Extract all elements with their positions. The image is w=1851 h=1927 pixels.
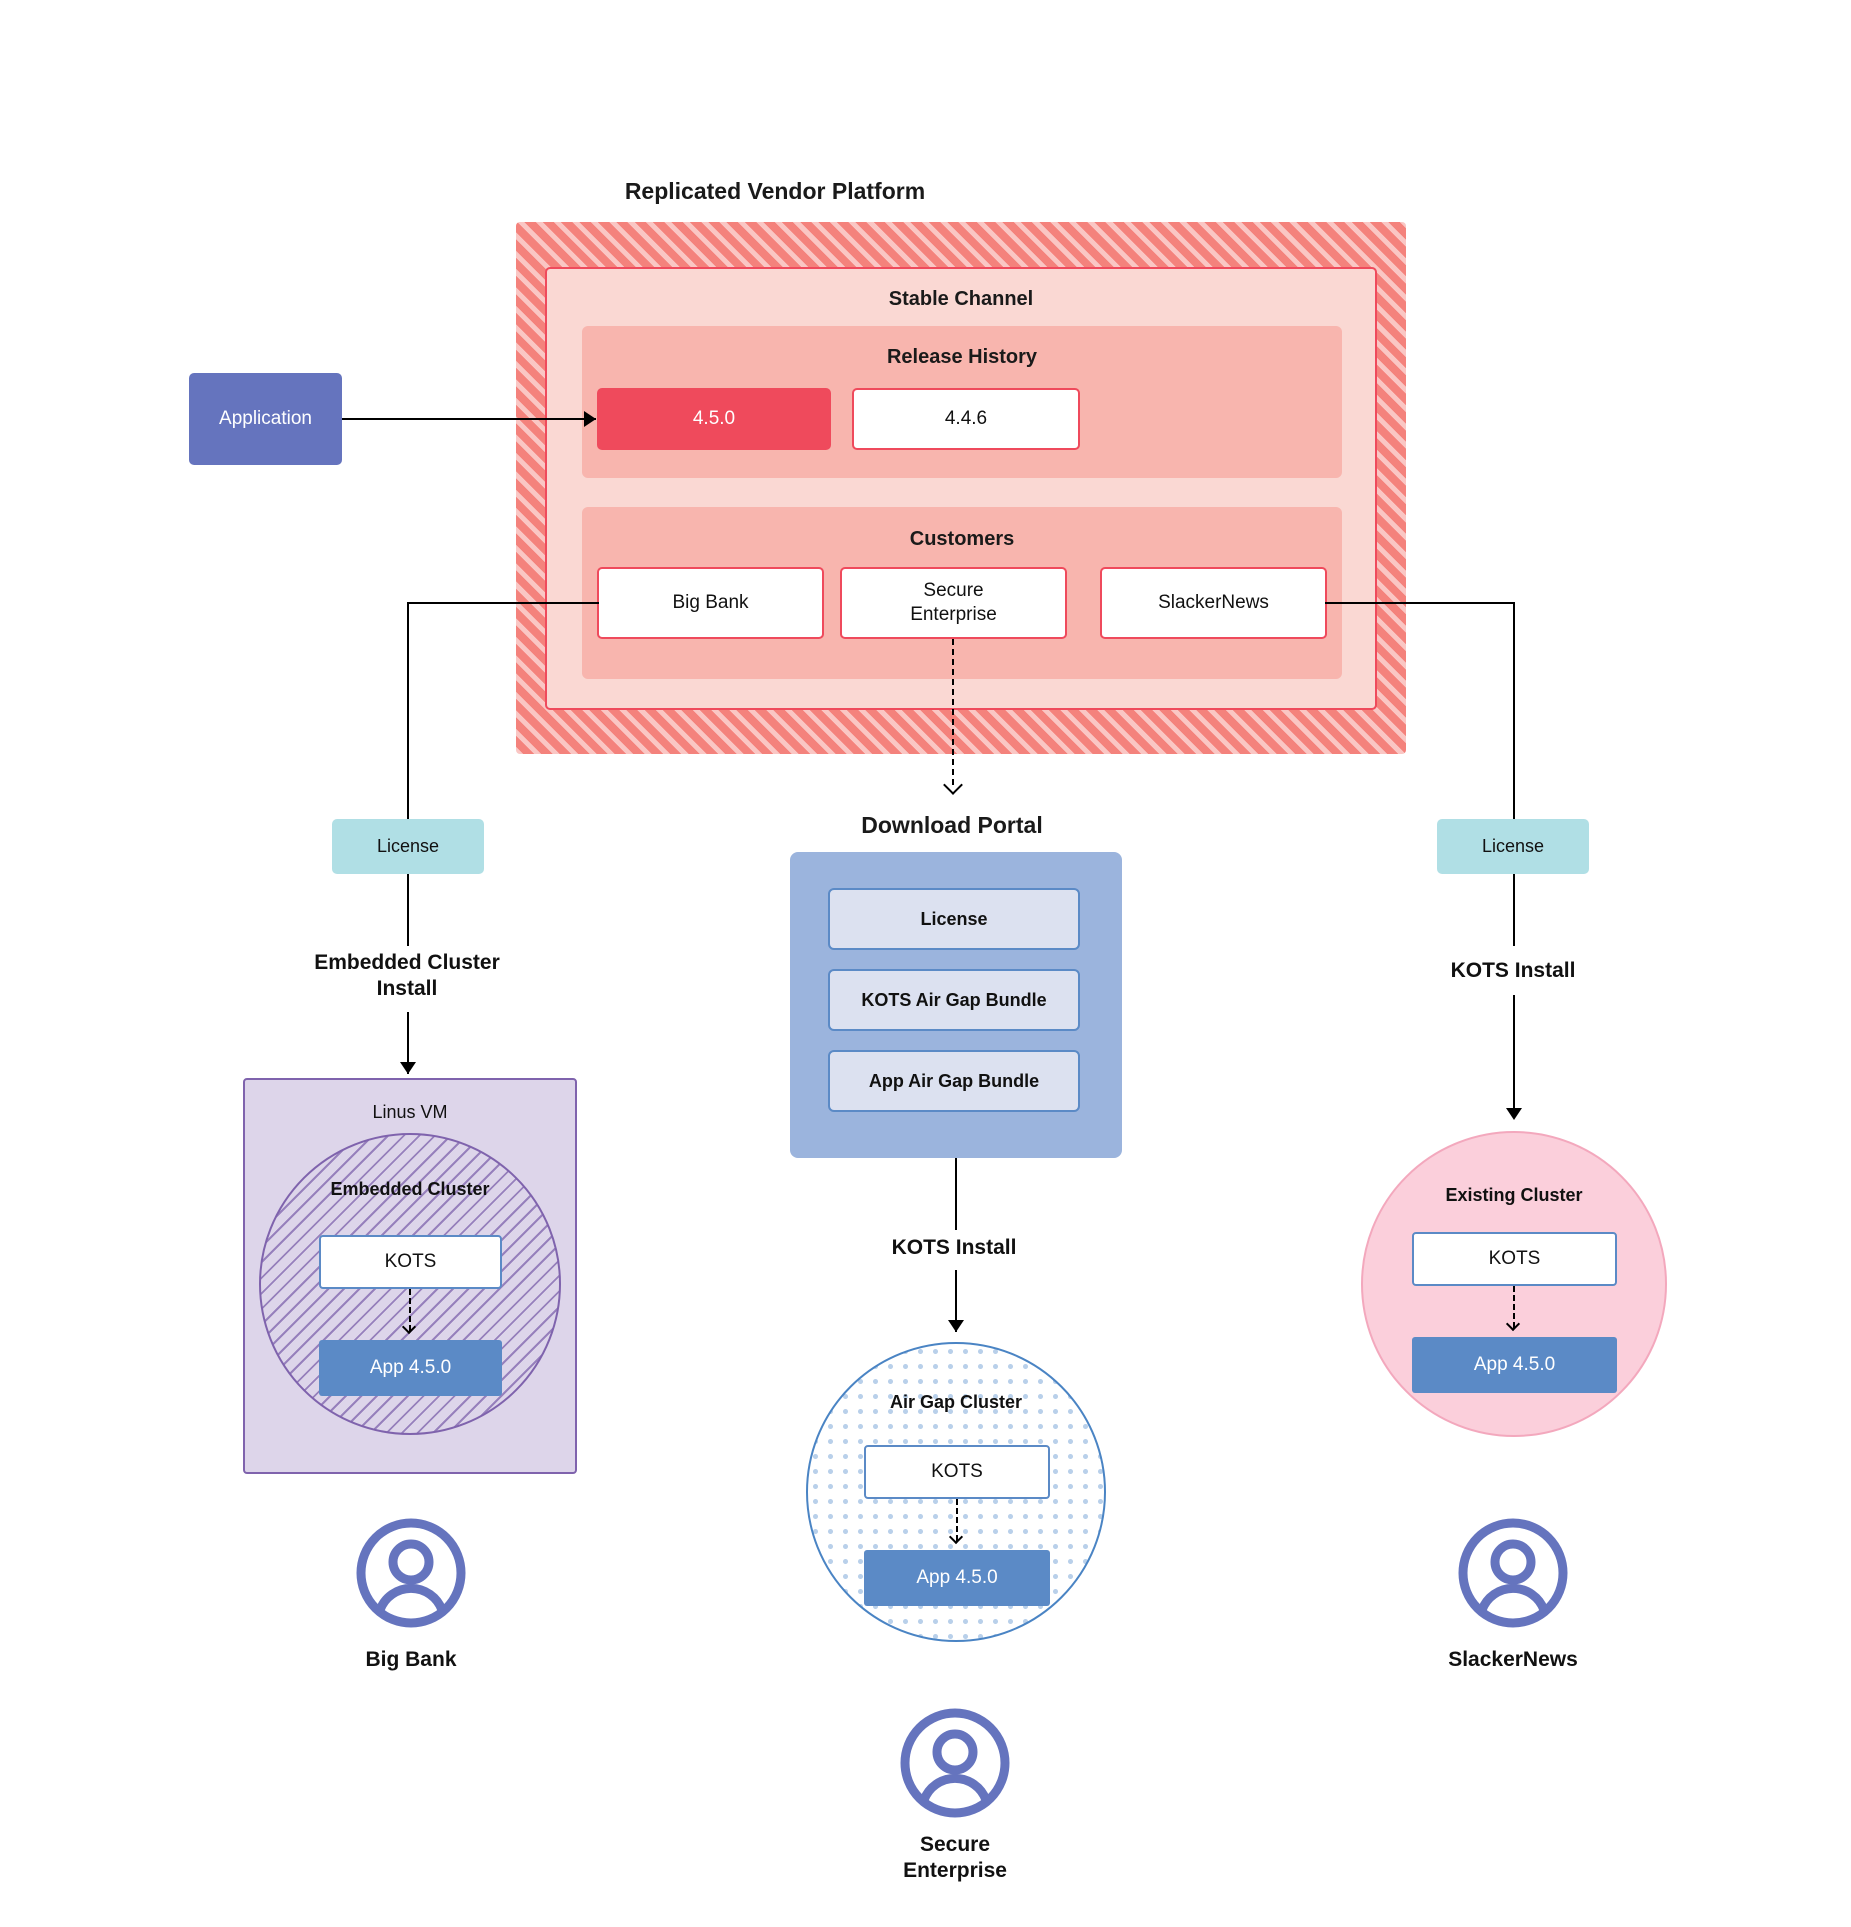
existing-kots-to-app-dashed bbox=[1513, 1286, 1515, 1328]
middle-install-to-cluster-line bbox=[955, 1270, 957, 1332]
air-gap-cluster-label: Air Gap Cluster bbox=[889, 1391, 1023, 1412]
portal-to-install-line bbox=[955, 1158, 957, 1230]
existing-kots-box[interactable]: KOTS bbox=[1412, 1232, 1617, 1286]
airgap-kots-box[interactable]: KOTS bbox=[864, 1445, 1050, 1499]
release-history-title: Release History bbox=[886, 346, 1038, 368]
left-install-to-vm-line bbox=[407, 1012, 409, 1074]
portal-item-license[interactable]: License bbox=[828, 888, 1080, 950]
release-box-current[interactable]: 4.5.0 bbox=[597, 388, 831, 450]
middle-install-label: KOTS Install bbox=[891, 1235, 1017, 1259]
slackernews-connector-horizontal bbox=[1325, 602, 1515, 604]
diagram-title: Replicated Vendor Platform bbox=[624, 177, 926, 204]
customer-box-big-bank[interactable]: Big Bank bbox=[597, 567, 824, 639]
release-box-previous[interactable]: 4.4.6 bbox=[852, 388, 1080, 450]
stable-channel-title: Stable Channel bbox=[888, 287, 1034, 310]
persona-secure-enterprise-label: Secure Enterprise bbox=[903, 1833, 1007, 1883]
persona-big-bank-icon bbox=[356, 1518, 466, 1628]
embedded-cluster-label: Embedded Cluster bbox=[330, 1178, 490, 1199]
right-install-to-cluster-line bbox=[1513, 995, 1515, 1117]
linus-vm-label: Linus VM bbox=[372, 1101, 448, 1122]
airgap-kots-to-app-dashed bbox=[956, 1499, 958, 1541]
left-install-arrowhead bbox=[400, 1062, 416, 1074]
slackernews-connector-vertical bbox=[1513, 602, 1515, 819]
customer-box-slackernews[interactable]: SlackerNews bbox=[1100, 567, 1327, 639]
application-box[interactable]: Application bbox=[189, 373, 342, 465]
embedded-app-version-box[interactable]: App 4.5.0 bbox=[319, 1340, 502, 1396]
right-install-arrowhead bbox=[1506, 1108, 1522, 1120]
application-to-release-line bbox=[342, 418, 596, 420]
bigbank-connector-vertical bbox=[407, 602, 409, 819]
left-install-label: Embedded Cluster Install bbox=[314, 950, 500, 1000]
middle-install-arrowhead bbox=[948, 1320, 964, 1332]
existing-cluster-label: Existing Cluster bbox=[1445, 1184, 1583, 1205]
persona-secure-enterprise-icon bbox=[900, 1708, 1010, 1818]
secure-enterprise-connector-chevron bbox=[943, 775, 963, 795]
application-to-release-arrowhead bbox=[584, 411, 596, 427]
persona-slackernews-icon bbox=[1458, 1518, 1568, 1628]
airgap-app-version-box[interactable]: App 4.5.0 bbox=[864, 1550, 1050, 1606]
bigbank-connector-horizontal bbox=[407, 602, 599, 604]
left-license-to-install-line bbox=[407, 874, 409, 946]
existing-app-version-box[interactable]: App 4.5.0 bbox=[1412, 1337, 1617, 1393]
embedded-kots-to-app-dashed bbox=[409, 1289, 411, 1331]
portal-item-kots-air-gap-bundle[interactable]: KOTS Air Gap Bundle bbox=[828, 969, 1080, 1031]
right-install-label: KOTS Install bbox=[1450, 958, 1576, 982]
download-portal-title: Download Portal bbox=[861, 811, 1043, 838]
secure-enterprise-dashed-connector bbox=[952, 639, 954, 785]
persona-big-bank-label: Big Bank bbox=[365, 1647, 457, 1671]
right-license-to-install-line bbox=[1513, 874, 1515, 946]
embedded-kots-box[interactable]: KOTS bbox=[319, 1235, 502, 1289]
license-box-left[interactable]: License bbox=[332, 819, 484, 874]
customers-title: Customers bbox=[909, 528, 1015, 550]
customer-box-secure-enterprise[interactable]: Secure Enterprise bbox=[840, 567, 1067, 639]
license-box-right[interactable]: License bbox=[1437, 819, 1589, 874]
portal-item-app-air-gap-bundle[interactable]: App Air Gap Bundle bbox=[828, 1050, 1080, 1112]
persona-slackernews-label: SlackerNews bbox=[1448, 1647, 1578, 1671]
